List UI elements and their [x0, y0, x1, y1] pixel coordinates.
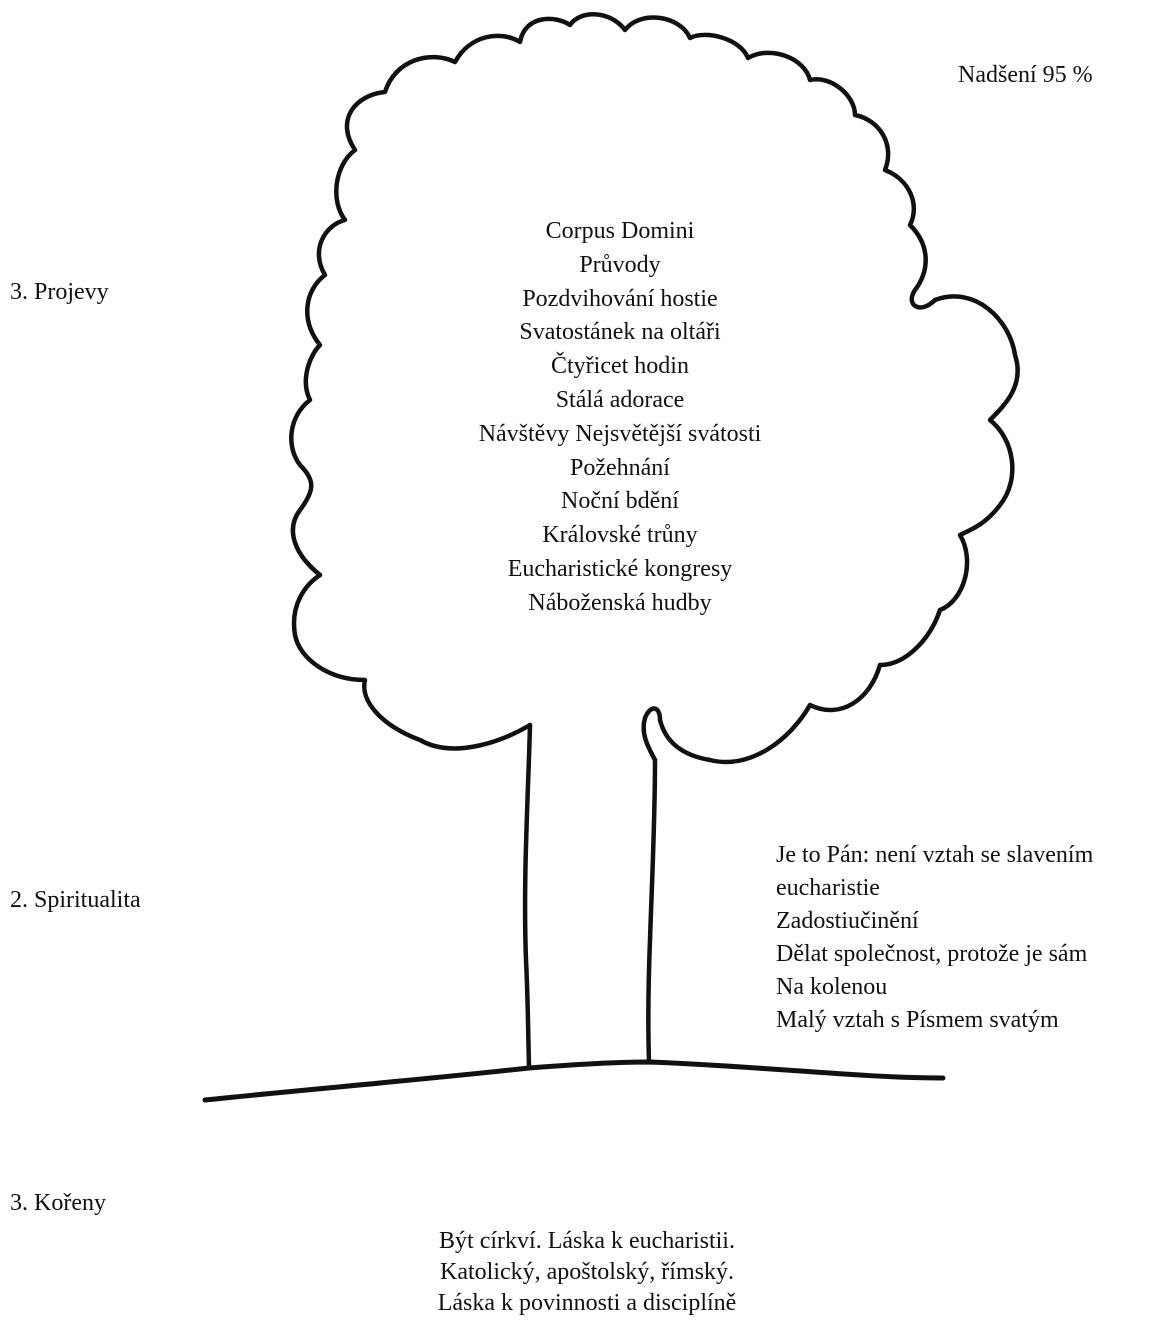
enthusiasm-label: Nadšení 95 %	[958, 62, 1093, 88]
crown-manifestations-list: Corpus Domini Průvody Pozdvihování hosti…	[380, 215, 860, 621]
tree-trunk-right	[646, 757, 658, 1065]
trunk-item: Je to Pán: není vztah se slavením	[776, 842, 1094, 868]
tree-crown-outline	[289, 12, 1020, 765]
crown-item: Corpus Domini	[545, 218, 695, 244]
trunk-spirituality-list: Je to Pán: není vztah se slavením euchar…	[776, 839, 1093, 1037]
level-spirituality-label: 2. Spiritualita	[10, 887, 141, 913]
crown-item: Požehnání	[570, 454, 670, 481]
root-item: Být církví. Láska k eucharistii.	[439, 1228, 735, 1254]
crown-item: Pozdvihování hostie	[522, 285, 718, 312]
trunk-item: Na kolenou	[776, 974, 888, 1000]
crown-item: Náboženská hudby	[528, 589, 712, 616]
trunk-item: Dělat společnost, protože je sám	[776, 941, 1088, 967]
trunk-item: Malý vztah s Písmem svatým	[776, 1007, 1059, 1033]
crown-item: Návštěvy Nejsvětější svátosti	[478, 420, 762, 447]
roots-list: Být církví. Láska k eucharistii. Katolic…	[352, 1226, 822, 1319]
trunk-item: Zadostiučinění	[776, 908, 919, 934]
root-item: Láska k povinnosti a disciplíně	[437, 1290, 737, 1316]
crown-item: Stálá adorace	[555, 386, 685, 413]
level-roots-label: 3. Kořeny	[10, 1190, 106, 1216]
crown-item: Čtyřicet hodin	[551, 353, 689, 380]
level-manifestations-label: 3. Projevy	[10, 279, 109, 305]
root-item: Katolický, apoštolský, římský.	[440, 1259, 734, 1285]
crown-item: Průvody	[579, 251, 661, 278]
crown-item: Noční bdění	[561, 488, 679, 515]
crown-item: Královské trůny	[542, 522, 698, 549]
crown-item: Svatostánek na oltáři	[519, 319, 721, 346]
ground-line	[202, 1059, 946, 1103]
trunk-item: eucharistie	[776, 875, 880, 901]
crown-item: Eucharistické kongresy	[507, 555, 733, 582]
tree-trunk-left	[522, 722, 533, 1069]
